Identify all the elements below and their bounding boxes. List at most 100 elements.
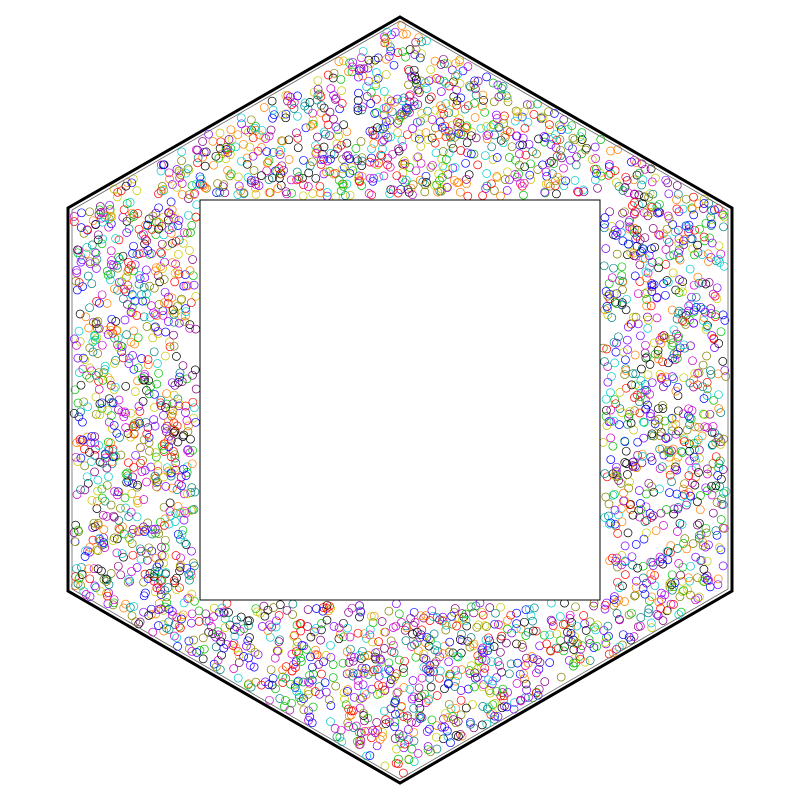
- particle: [168, 399, 178, 409]
- particle: [139, 248, 148, 258]
- particle: [135, 544, 145, 554]
- particle: [642, 295, 652, 304]
- particle: [103, 406, 113, 415]
- particle: [132, 563, 142, 572]
- particle: [673, 527, 682, 536]
- particle: [137, 290, 146, 299]
- particle: [157, 249, 167, 259]
- particle: [682, 544, 692, 554]
- particle: [128, 249, 137, 258]
- particle: [524, 604, 534, 614]
- particle: [507, 628, 517, 638]
- particle: [546, 140, 556, 149]
- particle: [107, 459, 117, 469]
- particle: [679, 240, 689, 250]
- particle: [109, 420, 119, 430]
- particle: [611, 347, 621, 357]
- particle: [415, 633, 425, 642]
- particle: [678, 316, 687, 325]
- particle: [679, 437, 689, 446]
- particle: [303, 105, 313, 114]
- particle: [633, 563, 642, 573]
- particle: [688, 539, 698, 548]
- particle: [220, 147, 230, 157]
- particle: [281, 187, 291, 197]
- particle: [652, 202, 662, 211]
- particle: [437, 154, 447, 164]
- particle: [469, 723, 479, 733]
- particle: [367, 684, 377, 694]
- particle: [344, 722, 354, 731]
- particle: [617, 298, 627, 307]
- particle: [187, 459, 197, 469]
- particle: [644, 478, 654, 488]
- particle: [408, 629, 417, 639]
- particle: [620, 541, 630, 551]
- particle: [505, 175, 514, 185]
- particle: [624, 239, 633, 249]
- particle: [104, 222, 114, 232]
- particle: [99, 525, 109, 534]
- particle: [689, 375, 698, 384]
- particle: [244, 653, 253, 663]
- particle: [477, 654, 487, 664]
- particle: [154, 224, 163, 234]
- particle: [173, 502, 183, 511]
- particle: [632, 225, 642, 235]
- particle: [541, 167, 551, 177]
- particle: [526, 159, 535, 169]
- particle: [392, 688, 402, 698]
- particle: [100, 453, 110, 463]
- particle: [389, 648, 399, 657]
- particle: [260, 611, 270, 621]
- particle: [665, 465, 675, 475]
- particle: [516, 695, 525, 705]
- particle: [399, 683, 409, 692]
- particle: [361, 664, 371, 673]
- particle: [628, 560, 637, 570]
- particle: [425, 664, 435, 673]
- particle: [712, 498, 722, 507]
- particle: [409, 65, 419, 75]
- particle: [391, 696, 400, 705]
- particle: [533, 690, 543, 700]
- particle: [483, 640, 492, 650]
- particle: [698, 382, 708, 392]
- particle: [167, 378, 177, 388]
- particle: [601, 412, 611, 421]
- particle: [601, 639, 611, 649]
- particle: [525, 170, 535, 180]
- particle: [104, 472, 113, 482]
- particle: [620, 182, 630, 192]
- particle: [386, 704, 396, 714]
- particle: [185, 448, 195, 458]
- particle: [555, 135, 565, 144]
- particle: [154, 189, 163, 199]
- particle: [592, 169, 601, 178]
- particle: [242, 641, 251, 651]
- particle: [164, 617, 174, 627]
- particle: [569, 658, 579, 668]
- particle: [489, 120, 499, 130]
- particle: [186, 434, 195, 444]
- particle: [344, 704, 353, 714]
- particle: [372, 741, 382, 751]
- particle: [121, 381, 131, 391]
- particle: [159, 626, 169, 636]
- particle: [716, 408, 726, 417]
- particle: [605, 556, 615, 566]
- particle: [639, 417, 648, 427]
- particle: [481, 184, 491, 193]
- particle: [673, 308, 683, 318]
- particle: [628, 201, 637, 210]
- particle: [503, 687, 512, 697]
- particle: [106, 500, 116, 510]
- particle: [264, 680, 273, 689]
- particle: [273, 646, 282, 656]
- particle: [685, 413, 695, 423]
- particle: [676, 570, 685, 580]
- particle: [184, 165, 194, 175]
- particle: [414, 646, 423, 656]
- particle: [482, 181, 492, 191]
- particle: [645, 509, 655, 518]
